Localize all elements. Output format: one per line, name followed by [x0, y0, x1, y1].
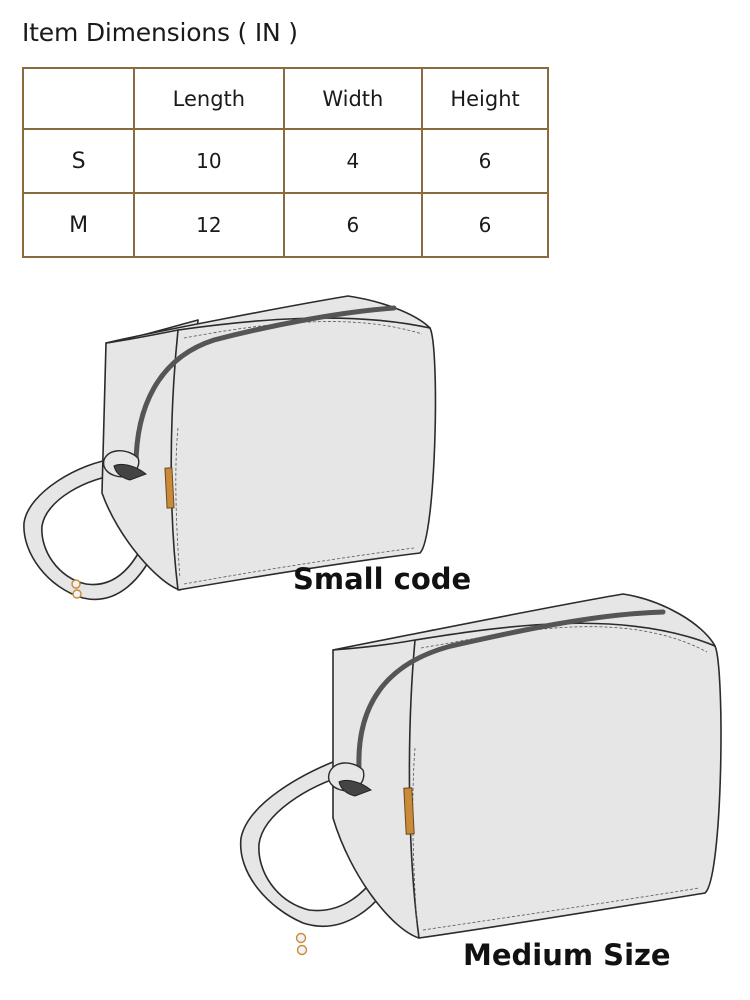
bag-front-panel [408, 617, 722, 939]
zipper-icon [356, 609, 666, 771]
dimensions-table: Length Width Height S 10 4 6 M 12 6 6 [21, 67, 549, 258]
page-title: Item Dimensions ( IN ) [22, 18, 298, 47]
length-cell: 12 [133, 192, 285, 258]
snap-button-icon [71, 579, 81, 589]
caption-medium: Medium Size [463, 938, 671, 972]
size-cell: S [21, 128, 136, 194]
height-cell: 6 [421, 192, 549, 258]
table-header-width: Width [282, 67, 424, 130]
brand-tag-icon [403, 787, 415, 835]
zipper-icon [133, 305, 397, 469]
snap-button-icon [72, 589, 82, 599]
table-header-corner [21, 67, 136, 130]
size-cell: M [21, 192, 136, 258]
brand-tag-icon [164, 467, 175, 509]
small-bag-illustration [23, 295, 437, 601]
snap-button-icon [295, 932, 307, 944]
bag-top-panel [105, 295, 431, 344]
bag-front-panel [170, 312, 437, 591]
table-header-height: Height [421, 67, 549, 130]
width-cell: 6 [282, 192, 424, 258]
table-row: S 10 4 6 [21, 128, 549, 194]
length-cell: 10 [133, 128, 285, 194]
table-header-length: Length [133, 67, 285, 130]
medium-bag-illustration [239, 593, 722, 956]
bag-top-panel [332, 593, 716, 651]
width-cell: 4 [282, 128, 424, 194]
snap-button-icon [296, 944, 308, 956]
table-header-row: Length Width Height [21, 67, 549, 130]
height-cell: 6 [421, 128, 549, 194]
table-row: M 12 6 6 [21, 192, 549, 258]
caption-small: Small code [293, 562, 472, 596]
